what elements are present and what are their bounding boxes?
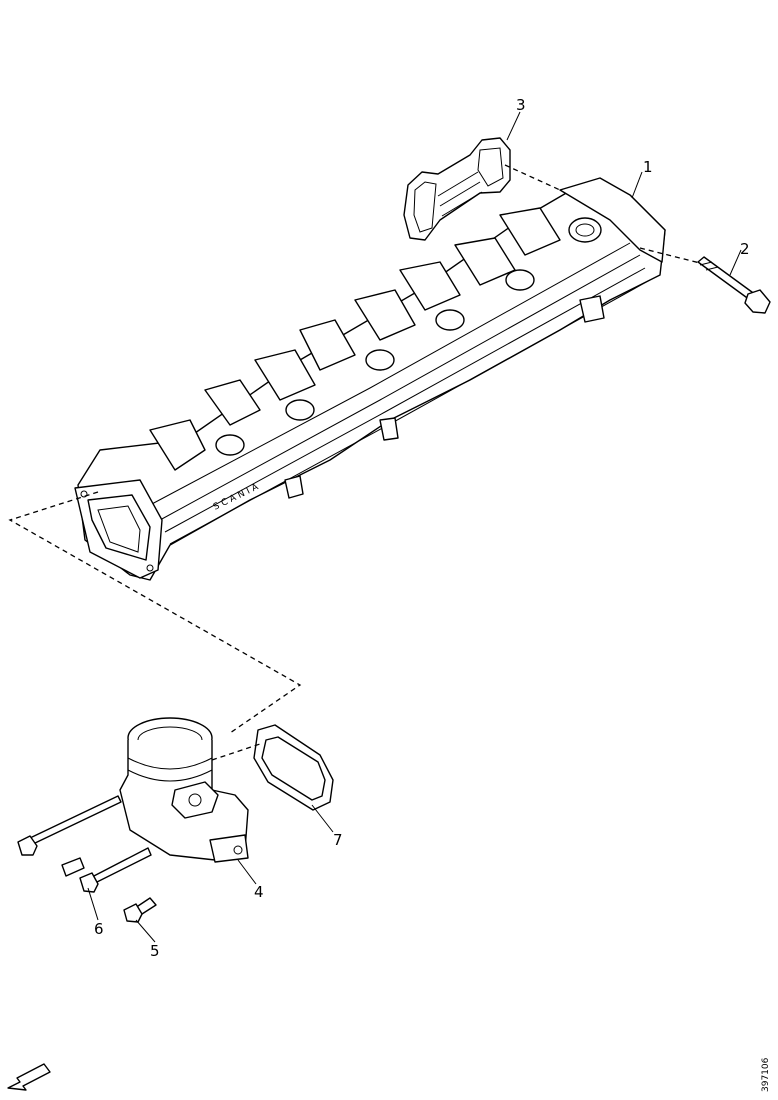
callout-2: 2 bbox=[740, 240, 750, 258]
leader-lines bbox=[87, 111, 742, 943]
assembly-centerlines bbox=[8, 164, 701, 761]
callout-6: 6 bbox=[94, 920, 104, 938]
callout-1: 1 bbox=[643, 158, 653, 176]
intake-manifold: SCANIA bbox=[74, 177, 666, 581]
elbow-gasket bbox=[253, 724, 334, 811]
bolt-part-2 bbox=[697, 256, 771, 314]
figure-reference: 397106 bbox=[761, 1057, 771, 1092]
inlet-elbow-housing bbox=[119, 717, 249, 863]
callout-4: 4 bbox=[254, 883, 264, 901]
bolt-part-5 bbox=[123, 897, 157, 923]
manifold-gasket bbox=[403, 137, 511, 241]
bolt-part-6 bbox=[61, 847, 152, 893]
arrow-down-left-icon bbox=[7, 1063, 51, 1091]
callout-5: 5 bbox=[150, 942, 160, 960]
callout-7: 7 bbox=[333, 831, 343, 849]
callout-3: 3 bbox=[516, 96, 526, 114]
bolt-long bbox=[17, 795, 122, 856]
